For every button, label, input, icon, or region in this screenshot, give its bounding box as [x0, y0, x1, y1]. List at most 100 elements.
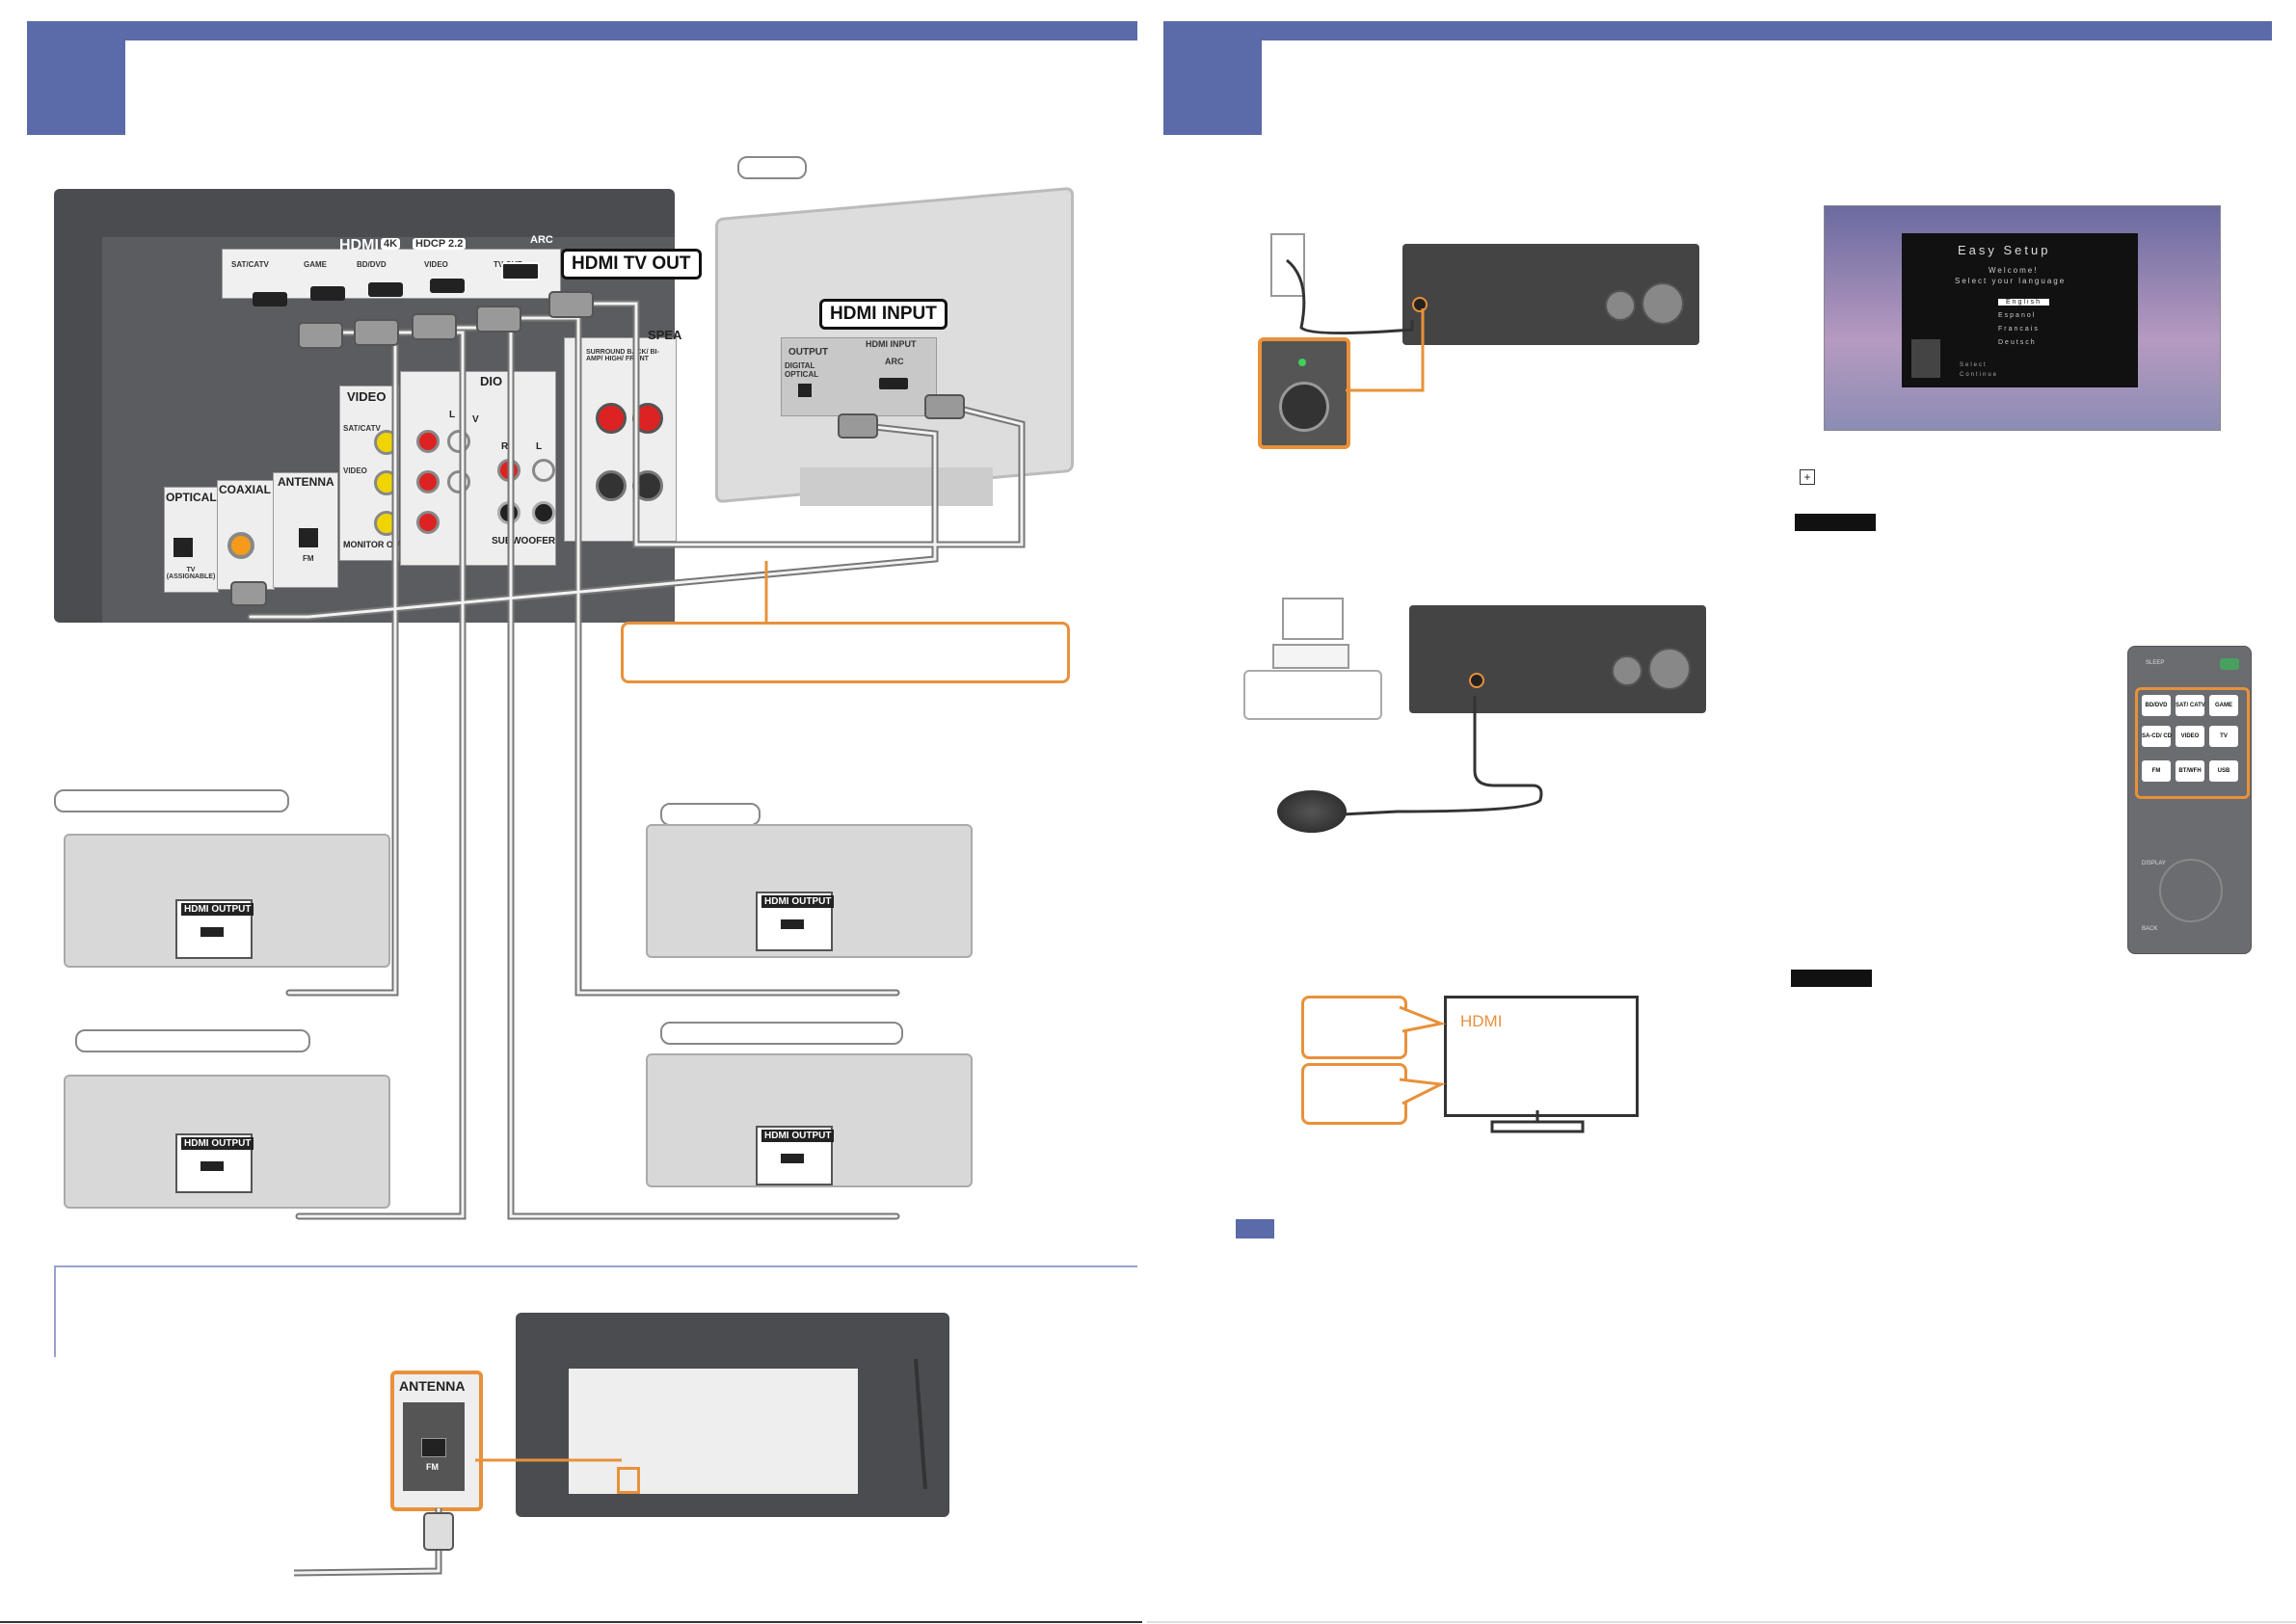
- hdmi-4k-badge: 4K: [381, 238, 401, 250]
- audio-section: [400, 371, 556, 566]
- tv-digital-optical: DIGITAL OPTICAL: [785, 361, 819, 379]
- power-button-zoom-knob: [1279, 382, 1329, 432]
- receiver-front-1: [1402, 244, 1699, 345]
- hdmi-title: HDMI: [339, 237, 379, 253]
- language-option-deutsch[interactable]: Deutsch: [1998, 339, 2037, 346]
- tv-screen-frame: [1444, 996, 1639, 1117]
- coaxial-label: COAXIAL: [219, 483, 271, 496]
- calibration-mic: [1277, 790, 1347, 833]
- surround-label: SURROUND BACK/ BI-AMP/ HIGH/ FRONT: [586, 349, 659, 362]
- optical-label: OPTICAL: [166, 491, 217, 504]
- hdmi-hdcp-badge: HDCP 2.2: [413, 238, 467, 250]
- speaker-section: [564, 337, 677, 542]
- power-indicator: [1298, 359, 1306, 366]
- device-hdmi-jack-4: [781, 1154, 804, 1163]
- tv-output-label: OUTPUT: [788, 347, 829, 358]
- optical-sub-label: TV (ASSIGNABLE): [166, 567, 216, 580]
- receiver-front-2-knob-b: [1648, 648, 1691, 690]
- audio-jack-r2: [416, 470, 440, 493]
- device-hdmi-jack-1: [200, 927, 224, 937]
- language-option-espanol[interactable]: Espanol: [1998, 312, 2037, 319]
- antenna-section-left-rule: [54, 1265, 56, 1357]
- audio-jack-r3: [416, 511, 440, 534]
- hdmi-port-satcatv: [253, 292, 287, 306]
- speakers-label: SPEA: [648, 328, 682, 342]
- hdmi-port-game: [310, 286, 345, 301]
- remote-display-label: DISPLAY: [2142, 861, 2166, 866]
- tv-input-callout-box-2: [1301, 1063, 1407, 1125]
- speaker-terminal-3: [596, 470, 627, 501]
- mic-cable: [1341, 696, 1543, 816]
- hdmi-port-label-game: GAME: [304, 260, 327, 269]
- easy-setup-thumbnail: [1911, 339, 1940, 378]
- remote-power-button[interactable]: [2220, 658, 2239, 670]
- device-hdmi-jack-3: [200, 1161, 224, 1171]
- remote-btn-usb[interactable]: USB: [2209, 760, 2238, 782]
- language-option-english[interactable]: English: [1998, 299, 2049, 306]
- audio-jack-w1: [447, 430, 470, 453]
- receiver-front-1-knob-b: [1642, 282, 1684, 325]
- mic-jack: [1469, 673, 1484, 688]
- remote-btn-tv[interactable]: TV: [2209, 726, 2238, 747]
- tv-port-panel: [781, 337, 937, 416]
- remote-btn-btwfh[interactable]: BT/WFH: [2176, 760, 2204, 782]
- video-sub-satcatv: SAT/CATV: [343, 424, 381, 433]
- remote-btn-satcatv[interactable]: SAT/ CATV: [2176, 695, 2205, 716]
- hdmi-port-label-satcatv: SAT/CATV: [231, 260, 269, 269]
- audio-label: DIO: [480, 374, 503, 388]
- tv-hdmi-input-small: HDMI INPUT: [866, 339, 917, 349]
- remote-input-button-group: [2135, 687, 2250, 799]
- tv-input-callout-box-1: [1301, 996, 1407, 1059]
- easy-setup-dialog: Easy Setup Welcome! Select your language…: [1902, 233, 2138, 387]
- device-label-pill-4: [660, 1022, 903, 1045]
- speaker-terminal-1: [596, 403, 627, 434]
- receiver-small-antenna-highlight: [617, 1467, 640, 1494]
- device-label-pill-3: [75, 1029, 310, 1052]
- hdmi-port-tvout: [501, 262, 540, 280]
- video-label: VIDEO: [347, 389, 387, 404]
- device-hdmi-output-4: HDMI OUTPUT: [761, 1130, 835, 1142]
- remote-control: SLEEP BD/DVD SAT/ CATV GAME SA-CD/ CD VI…: [2127, 646, 2252, 954]
- audio-jack-r1: [416, 430, 440, 453]
- plus-icon: +: [1800, 469, 1815, 485]
- tv-label-pill: [737, 156, 807, 179]
- antenna-section-divider: [54, 1265, 1137, 1267]
- receiver-front-1-knob-a: [1605, 290, 1636, 321]
- hdmi-port-bddvd: [368, 282, 403, 297]
- antenna-detail-fm: FM: [426, 1462, 439, 1472]
- wall-outlet: [1270, 233, 1305, 297]
- subwoofer-jack-2: [532, 501, 555, 524]
- device-hdmi-output-2: HDMI OUTPUT: [761, 895, 835, 908]
- audio-letter-l2: L: [536, 441, 543, 452]
- easy-setup-welcome: Welcome!: [1989, 266, 2039, 275]
- remote-dpad[interactable]: [2159, 859, 2223, 922]
- audio-jack-w2: [447, 470, 470, 493]
- subwoofer-label: SUBWOOFER: [492, 536, 556, 546]
- small-tv-table: [1243, 670, 1382, 720]
- easy-setup-hint-continue: Continue: [1960, 372, 1999, 378]
- easy-setup-hint-select: Select: [1960, 362, 1988, 368]
- tv-arc-small: ARC: [885, 357, 904, 366]
- right-header-block: [1163, 21, 1262, 135]
- remote-btn-game[interactable]: GAME: [2209, 695, 2238, 716]
- small-tv-monitor: [1282, 598, 1344, 640]
- monitor-out-label: MONITOR OUT: [343, 540, 405, 549]
- antenna-detail-port: [421, 1438, 446, 1457]
- small-tv-device: [1272, 644, 1349, 669]
- remote-btn-sacd[interactable]: SA-CD/ CD: [2142, 726, 2172, 747]
- device-hdmi-output-3: HDMI OUTPUT: [181, 1137, 254, 1150]
- remote-btn-fm[interactable]: FM: [2142, 760, 2171, 782]
- note-bar-1: [1795, 514, 1876, 531]
- antenna-port: [299, 528, 318, 547]
- note-marker-blue: [1236, 1219, 1274, 1238]
- remote-btn-bddvd[interactable]: BD/DVD: [2142, 695, 2171, 716]
- audio-letter-l: L: [449, 410, 456, 420]
- tv-stand: [800, 467, 993, 506]
- remote-btn-video[interactable]: VIDEO: [2176, 726, 2204, 747]
- tv-hdmi-port: [879, 378, 908, 389]
- language-option-francais[interactable]: Francais: [1998, 326, 2040, 333]
- antenna-label: ANTENNA: [278, 475, 334, 489]
- audio-letter-v: V: [472, 414, 479, 425]
- easy-setup-screen: Easy Setup Welcome! Select your language…: [1824, 205, 2221, 431]
- easy-setup-title: Easy Setup: [1958, 243, 2051, 257]
